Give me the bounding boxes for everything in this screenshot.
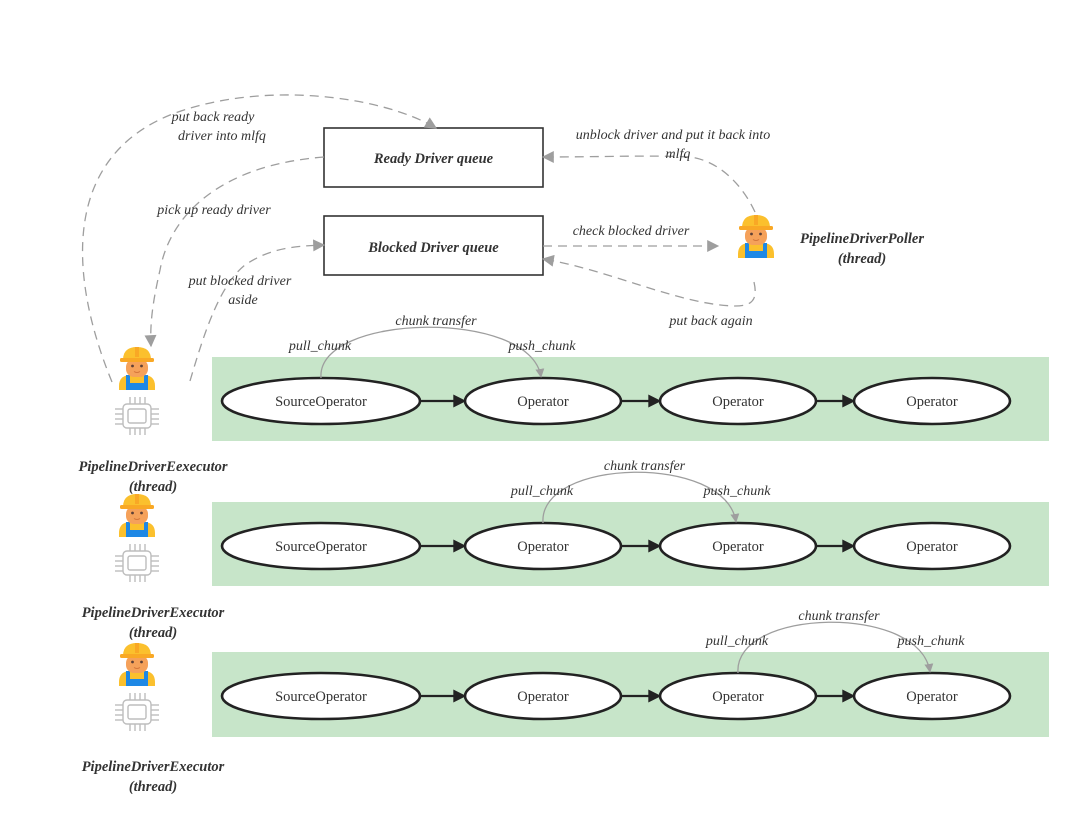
operator-node: Operator xyxy=(658,521,818,571)
operator-label: SourceOperator xyxy=(275,539,367,555)
executor-kind: (thread) xyxy=(129,479,177,495)
label-unblock-1: unblock driver and put it back into xyxy=(576,128,770,143)
operator-node: Operator xyxy=(463,671,623,721)
executor-name: PipelineDriverExecutor xyxy=(82,605,225,621)
operator-label: Operator xyxy=(517,539,569,555)
chunk-transfer-arc xyxy=(737,621,934,674)
cpu-chip-icon xyxy=(114,692,160,732)
label-unblock-2: mlfq xyxy=(666,147,691,162)
chunk-transfer-label: chunk transfer xyxy=(798,609,880,624)
source-operator-node: SourceOperator xyxy=(220,521,422,571)
label-put-back-again: put back again xyxy=(668,314,752,329)
edge-put-back-again xyxy=(541,254,756,307)
poller-name: PipelineDriverPoller xyxy=(800,231,924,247)
label-put-back-ready-2: driver into mlfq xyxy=(178,129,266,144)
executor-worker-icon xyxy=(118,346,156,391)
chunk-transfer-arc xyxy=(320,326,545,379)
executor-kind: (thread) xyxy=(129,625,177,641)
operator-node: Operator xyxy=(658,376,818,426)
label-pick-up-ready: pick up ready driver xyxy=(156,203,271,218)
cpu-chip-icon xyxy=(114,543,160,583)
poller-kind: (thread) xyxy=(838,251,886,267)
operator-node: Operator xyxy=(463,376,623,426)
pipelines: PipelineDriverEexecutor (thread) SourceOpe… xyxy=(78,314,1012,795)
source-operator-node: SourceOperator xyxy=(220,376,422,426)
edge-unblock-driver xyxy=(541,150,756,213)
operator-label: SourceOperator xyxy=(275,394,367,410)
operator-label: SourceOperator xyxy=(275,689,367,705)
operator-node: Operator xyxy=(852,376,1012,426)
chunk-transfer-arc xyxy=(542,471,740,524)
poller-worker-icon xyxy=(737,214,775,259)
pull-chunk-label: pull_chunk xyxy=(288,339,352,354)
ready-queue-label: Ready Driver queue xyxy=(373,151,494,167)
label-check-blocked: check blocked driver xyxy=(573,224,690,239)
operator-label: Operator xyxy=(712,689,764,705)
executor-worker-icon xyxy=(118,493,156,538)
operator-label: Operator xyxy=(906,539,958,555)
cpu-chip-icon xyxy=(114,396,160,436)
executor-kind: (thread) xyxy=(129,779,177,795)
operator-node: Operator xyxy=(852,671,1012,721)
operator-node: Operator xyxy=(658,671,818,721)
source-operator-node: SourceOperator xyxy=(220,671,422,721)
executor-name: PipelineDriverEexecutor xyxy=(78,459,227,475)
label-put-blocked-2: aside xyxy=(228,293,258,308)
chunk-transfer-label: chunk transfer xyxy=(395,314,477,329)
operator-label: Operator xyxy=(517,394,569,410)
label-put-back-ready-1: put back ready xyxy=(171,110,255,125)
edge-pick-up-ready xyxy=(144,156,325,348)
operator-label: Operator xyxy=(712,394,764,410)
operator-label: Operator xyxy=(906,689,958,705)
operator-label: Operator xyxy=(517,689,569,705)
pull-chunk-label: pull_chunk xyxy=(705,634,769,649)
push-chunk-label: push_chunk xyxy=(703,484,772,499)
operator-label: Operator xyxy=(906,394,958,410)
edge-put-blocked-aside xyxy=(189,239,326,382)
executor-name: PipelineDriverExecutor xyxy=(82,759,225,775)
edge-put-back-ready xyxy=(81,94,438,383)
operator-node: Operator xyxy=(463,521,623,571)
blocked-driver-queue: Blocked Driver queue xyxy=(323,215,544,276)
pipeline-row-1: PipelineDriverEexecutor (thread) SourceOpe… xyxy=(78,314,1012,495)
push-chunk-label: push_chunk xyxy=(897,634,966,649)
label-put-blocked-1: put blocked driver xyxy=(188,274,292,289)
push-chunk-label: push_chunk xyxy=(508,339,577,354)
ready-driver-queue: Ready Driver queue xyxy=(323,127,544,188)
chunk-transfer-label: chunk transfer xyxy=(604,459,686,474)
executor-worker-icon xyxy=(118,642,156,687)
pipeline-row-3: PipelineDriverExecutor (thread) SourceOper… xyxy=(82,609,1012,795)
pipeline-row-2: PipelineDriverExecutor (thread) SourceOper… xyxy=(82,459,1012,641)
pull-chunk-label: pull_chunk xyxy=(510,484,574,499)
operator-node: Operator xyxy=(852,521,1012,571)
operator-label: Operator xyxy=(712,539,764,555)
blocked-queue-label: Blocked Driver queue xyxy=(367,240,499,256)
